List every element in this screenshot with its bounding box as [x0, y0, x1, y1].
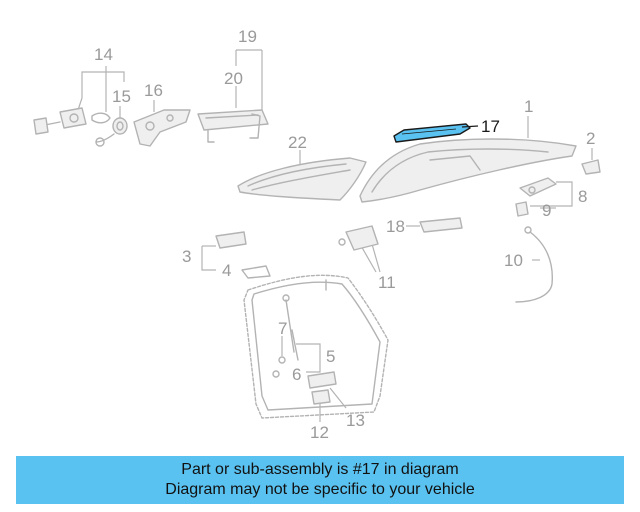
banner-line-2: Diagram may not be specific to your vehi…	[165, 481, 475, 498]
part-15	[95, 106, 128, 147]
parts-diagram: 14 15 16 19 20 22	[33, 27, 601, 442]
label-12: 12	[310, 423, 329, 442]
weatherstrip	[243, 274, 389, 419]
part-8-9-assembly	[515, 177, 573, 217]
label-9: 9	[542, 201, 551, 220]
label-16: 16	[144, 81, 163, 100]
part-14-assembly	[33, 66, 125, 135]
part-22	[237, 150, 367, 201]
label-17: 17	[481, 117, 500, 136]
part-5-6-7-assembly	[272, 294, 321, 378]
label-1: 1	[524, 97, 533, 116]
label-8: 8	[578, 187, 587, 206]
label-5: 5	[326, 347, 335, 366]
part-18	[406, 217, 463, 233]
label-2: 2	[586, 129, 595, 148]
label-22: 22	[288, 133, 307, 152]
banner-line-1: Part or sub-assembly is #17 in diagram	[181, 461, 459, 478]
info-banner: Part or sub-assembly is #17 in diagram D…	[16, 456, 624, 504]
label-14: 14	[94, 45, 113, 64]
label-7: 7	[278, 319, 287, 338]
label-19: 19	[238, 27, 257, 46]
label-18: 18	[386, 217, 405, 236]
label-15: 15	[112, 87, 131, 106]
label-4: 4	[222, 261, 231, 280]
part-1	[359, 116, 577, 203]
part-2	[581, 148, 601, 175]
part-10	[515, 226, 553, 303]
part-12-13-assembly	[307, 371, 347, 422]
part-16	[133, 100, 191, 147]
label-6: 6	[292, 365, 301, 384]
label-13: 13	[346, 411, 365, 430]
part-19-20-assembly	[197, 49, 269, 143]
label-11: 11	[378, 273, 396, 292]
label-3: 3	[182, 247, 191, 266]
label-20: 20	[224, 69, 243, 88]
part-11	[338, 225, 381, 273]
part-17-highlighted	[393, 123, 479, 143]
part-3-4-assembly	[201, 231, 271, 279]
label-10: 10	[504, 251, 523, 270]
